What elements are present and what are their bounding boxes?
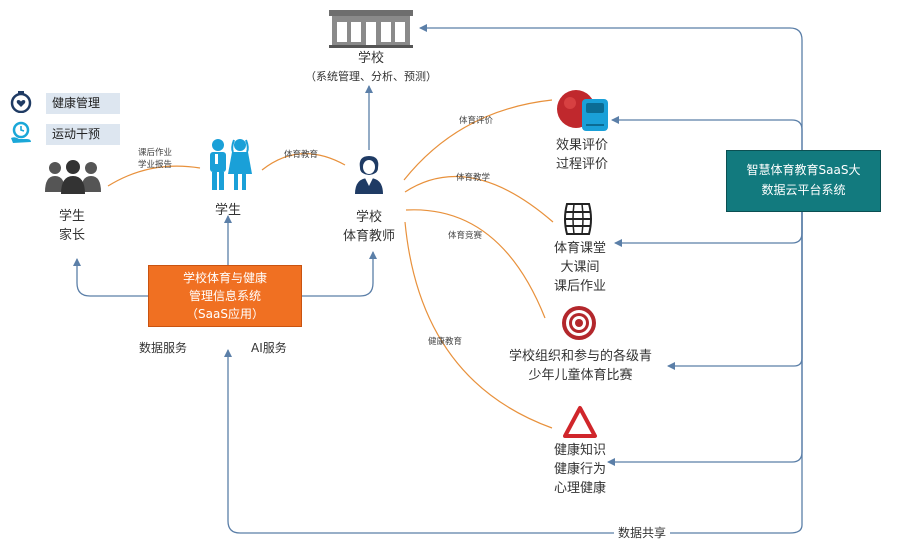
hand-watch-icon	[9, 121, 33, 149]
legend-exercise-intervention: 运动干预	[46, 124, 120, 145]
arrow-cloud-to-health	[607, 212, 803, 466]
data-service-label: 数据服务	[139, 341, 188, 355]
curve-parents-student	[107, 165, 201, 187]
curve-teacher-evaluation	[403, 99, 553, 181]
students-icon	[204, 138, 254, 196]
arrow-cloud-to-competition	[667, 212, 803, 370]
classroom-line3: 课后作业	[553, 279, 606, 294]
student-label: 学生	[214, 203, 241, 218]
edge-pe-teaching-label: 体育教育	[284, 150, 319, 160]
edge-homework-label-1: 课后作业	[138, 148, 173, 158]
health-line2: 健康行为	[553, 462, 606, 477]
saas-management-system-box[interactable]: 学校体育与健康 管理信息系统 （SaaS应用）	[148, 265, 302, 327]
edge-pe-competition-label: 体育竞赛	[448, 231, 483, 241]
saas-line2: 管理信息系统	[188, 289, 261, 303]
curve-teacher-competition	[405, 209, 546, 319]
saas-line3: （SaaS应用）	[186, 307, 264, 321]
teacher-label-line2: 体育教师	[342, 229, 395, 244]
school-title: 学校	[357, 51, 384, 66]
parents-group-icon	[43, 158, 103, 198]
target-icon	[561, 305, 597, 345]
ai-service-label: AI服务	[251, 341, 287, 355]
competition-line1: 学校组织和参与的各级青	[508, 349, 652, 364]
classroom-line2: 大课间	[560, 260, 600, 275]
health-line1: 健康知识	[553, 443, 606, 458]
curve-teacher-classroom	[404, 175, 554, 223]
barrel-icon	[563, 202, 593, 240]
health-line3: 心理健康	[553, 481, 606, 496]
curve-student-teacher	[261, 153, 346, 171]
arrow-saas-to-teacher	[302, 251, 377, 297]
data-sharing-label: 数据共享	[614, 524, 671, 541]
teacher-icon	[352, 154, 386, 198]
arrow-cloud-to-data-share	[224, 212, 803, 534]
cloud-line2: 数据云平台系统	[761, 183, 846, 197]
parents-label-line2: 家长	[58, 228, 85, 243]
arrow-saas-to-parents	[73, 258, 150, 297]
evaluation-line2: 过程评价	[555, 157, 608, 172]
curve-teacher-health	[404, 221, 553, 429]
saas-line1: 学校体育与健康	[182, 271, 267, 285]
edge-health-education-label: 健康教育	[428, 337, 463, 347]
legend-health-management: 健康管理	[46, 93, 120, 114]
edge-homework-label-2: 学业报告	[138, 160, 173, 170]
edge-pe-evaluation-label: 体育评价	[459, 116, 494, 126]
arrow-cloud-to-classroom	[614, 212, 803, 247]
school-subtitle: （系统管理、分析、预测）	[305, 70, 437, 83]
competition-line2: 少年儿童体育比赛	[528, 368, 633, 383]
edge-pe-instruction-label: 体育教学	[456, 173, 491, 183]
arrow-cloud-to-evaluation	[611, 116, 803, 150]
classroom-line1: 体育课堂	[553, 241, 606, 256]
warning-triangle-icon	[562, 405, 598, 443]
school-building-icon	[329, 10, 413, 52]
cloud-platform-box[interactable]: 智慧体育教育SaaS大 数据云平台系统	[726, 150, 881, 212]
arrow-cloud-to-school	[419, 24, 803, 150]
evaluation-line1: 效果评价	[555, 138, 608, 153]
teacher-label-line1: 学校	[355, 210, 382, 225]
parents-label-line1: 学生	[58, 209, 85, 224]
scale-icon	[556, 89, 612, 137]
heart-watch-icon	[10, 91, 32, 117]
cloud-line1: 智慧体育教育SaaS大	[746, 163, 861, 177]
